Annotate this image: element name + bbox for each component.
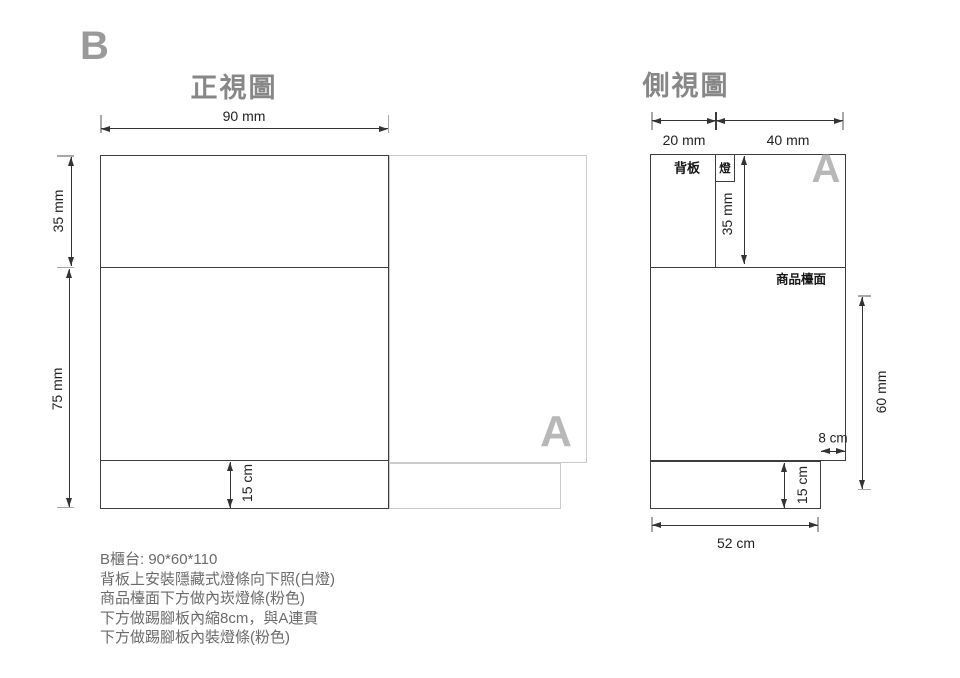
dim-front-toekick-label: 15 cm <box>239 463 255 503</box>
cabinet-b-side-toekick-outline <box>650 461 821 509</box>
dim-front-width-line <box>100 125 388 132</box>
light-label: 燈 <box>719 163 731 175</box>
sheet-label-b: B <box>80 24 109 68</box>
extension-tick <box>651 112 653 130</box>
dim-side-upper-height-line <box>741 156 748 264</box>
side-view-title: 側視圖 <box>642 71 730 101</box>
cabinet-b-front-outline <box>100 155 389 509</box>
back-panel-divider-line <box>715 154 716 267</box>
light-strip-box <box>715 154 735 182</box>
extension-tick <box>387 115 389 133</box>
extension-tick <box>651 517 653 532</box>
dim-side-front-depth-label: 40 mm <box>766 132 810 148</box>
note-line: B櫃台: 90*60*110 <box>100 551 218 568</box>
dim-front-lower-height-line <box>66 269 73 507</box>
dim-side-back-depth-line <box>652 117 716 124</box>
cabinet-b-toekick-line <box>100 459 389 461</box>
extension-tick <box>57 506 74 508</box>
dim-side-body-height-line <box>859 297 866 489</box>
note-line: 下方做踢腳板內裝燈條(粉色) <box>100 629 290 646</box>
dim-side-toekick-height-line <box>781 462 788 508</box>
dim-toekick-inset-label: 8 cm <box>818 430 848 446</box>
countertop-label: 商品檯面 <box>775 272 827 287</box>
dim-toekick-inset-line <box>821 448 845 455</box>
dim-side-front-depth-line <box>715 117 843 124</box>
dim-front-upper-height-line <box>68 157 75 266</box>
note-line: 商品檯面下方做內崁燈條(粉色) <box>100 590 305 607</box>
dim-front-upper-height-label: 35 mm <box>50 189 66 233</box>
notes-block: B櫃台: 90*60*110 背板上安裝隱藏式燈條向下照(白燈) 商品檯面下方做… <box>100 550 335 648</box>
dim-side-toekick-height-label: 15 cm <box>794 465 810 505</box>
ghost-cabinet-a-toekick <box>389 463 561 509</box>
cabinet-b-side-outline <box>650 154 846 461</box>
ghost-letter-a-front: A <box>540 407 572 456</box>
extension-tick <box>57 266 74 268</box>
dim-front-lower-height-label: 75 mm <box>49 367 65 411</box>
cabinet-b-upper-divider-line <box>100 266 389 268</box>
ghost-letter-a-side: A <box>811 147 841 191</box>
note-line: 下方做踢腳板內縮8cm，與A連貫 <box>100 609 319 627</box>
extension-tick <box>858 295 871 297</box>
dim-side-bottom-width-label: 52 cm <box>716 535 756 551</box>
extension-tick <box>858 488 871 490</box>
dim-front-toekick-line <box>227 461 234 508</box>
dim-side-upper-height-label: 35 mm <box>719 192 735 236</box>
front-view-title: 正視圖 <box>190 73 278 103</box>
ghost-cabinet-a-body <box>389 155 587 463</box>
dim-front-width-label: 90 mm <box>222 108 266 124</box>
extension-tick <box>57 155 74 157</box>
note-line: 背板上安裝隱藏式燈條向下照(白燈) <box>100 570 335 588</box>
dim-side-body-height-label: 60 mm <box>873 370 889 414</box>
dim-side-bottom-width-line <box>652 522 818 529</box>
back-panel-label: 背板 <box>673 160 701 176</box>
extension-tick <box>100 115 102 133</box>
extension-tick <box>842 112 844 130</box>
countertop-line <box>650 266 846 268</box>
dim-side-back-depth-label: 20 mm <box>662 132 706 148</box>
